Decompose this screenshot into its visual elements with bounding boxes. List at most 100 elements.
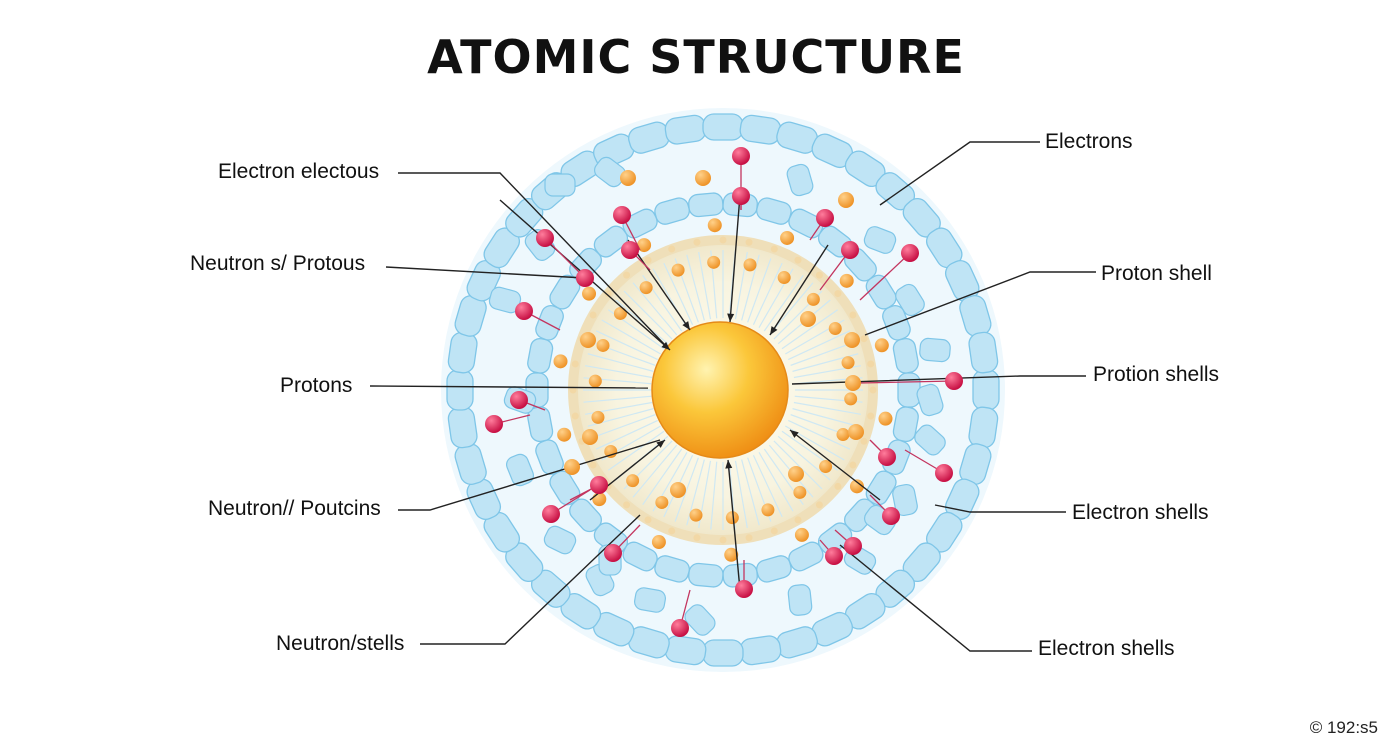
middle-shell-segment: [688, 192, 724, 218]
shell-dot: [644, 256, 652, 264]
nucleus-ray: [790, 341, 855, 366]
electron: [825, 547, 843, 565]
inner-proton-shell: [553, 218, 893, 562]
nucleus-ray: [734, 460, 748, 528]
proton-dot: [655, 495, 669, 509]
nucleus-ray: [585, 365, 653, 379]
arrow-line: [769, 244, 829, 336]
label-left-4: Neutron// Poutcins: [208, 497, 381, 520]
proton-dot: [689, 508, 703, 522]
shell-dot: [770, 527, 778, 535]
leader-line: [791, 375, 1086, 385]
shell-dot: [569, 386, 577, 394]
shell-dot: [794, 256, 802, 264]
shell-dot: [834, 482, 842, 490]
proton-dot: [777, 271, 791, 285]
proton: [844, 332, 860, 348]
leader-line: [398, 439, 661, 511]
outer-shell-segment: [972, 369, 1000, 411]
proton-dot: [626, 474, 640, 488]
leader-line: [420, 514, 641, 645]
shell-block: [895, 283, 925, 317]
shell-dot: [571, 412, 579, 420]
proton-dot: [844, 392, 858, 406]
proton: [845, 375, 861, 391]
electron: [732, 187, 750, 205]
proton-dot: [793, 485, 807, 499]
outer-shell-segment: [968, 331, 999, 374]
proton-dot: [724, 547, 739, 562]
proton: [564, 459, 580, 475]
proton-dot: [725, 511, 739, 525]
proton-dot: [596, 338, 610, 352]
shell-block: [863, 226, 897, 254]
proton-dot: [819, 460, 833, 474]
shell-block: [914, 424, 946, 456]
outer-shell-segment: [446, 369, 474, 411]
proton: [580, 332, 596, 348]
shell-dot: [849, 311, 857, 319]
nucleus-ray: [698, 252, 712, 320]
proton: [800, 311, 816, 327]
nucleus-ray: [768, 282, 814, 336]
shell-block: [786, 163, 814, 197]
shell-dot: [834, 290, 842, 298]
nucleus-ray: [632, 282, 678, 336]
proton-dot: [828, 321, 842, 335]
arrow-head: [790, 430, 799, 438]
shell-block: [633, 587, 667, 613]
shell-dot: [668, 527, 676, 535]
shell-block: [892, 483, 918, 517]
shell-dot: [869, 386, 877, 394]
arrow-head: [770, 326, 778, 335]
electron: [735, 580, 753, 598]
shell-dot: [745, 534, 753, 542]
middle-shell-segment: [892, 337, 919, 374]
proton-dot: [839, 273, 854, 288]
electron: [621, 241, 639, 259]
electron: [542, 505, 560, 523]
arrow-line: [729, 194, 741, 323]
proton: [620, 170, 636, 186]
proton-dot: [878, 411, 893, 426]
nucleus-ray: [773, 440, 823, 490]
nucleus-ray: [663, 262, 694, 325]
nucleus-ray: [777, 435, 831, 481]
proton-dot: [707, 255, 721, 269]
electron: [515, 302, 533, 320]
proton: [848, 424, 864, 440]
nucleus-ray: [595, 330, 658, 361]
shell-dot: [589, 311, 597, 319]
leader-line: [369, 385, 649, 389]
proton-dot: [553, 354, 568, 369]
nucleus-ray: [583, 395, 652, 403]
proton-dot: [639, 281, 653, 295]
shell-block: [684, 604, 716, 636]
label-left-5: Neutron/stells: [276, 632, 405, 655]
shell-dot: [644, 516, 652, 524]
arrow-line: [727, 459, 741, 591]
electron: [671, 619, 689, 637]
leader-line: [879, 141, 1040, 206]
shell-dot: [571, 360, 579, 368]
arrow-head: [661, 341, 670, 350]
nucleus-ray: [788, 419, 851, 450]
proton-dot: [743, 258, 757, 272]
nucleus-ray: [758, 452, 794, 512]
shell-dot: [867, 360, 875, 368]
proton-dot: [671, 263, 685, 277]
arrow-head: [682, 321, 690, 330]
outer-shell-segment: [702, 639, 744, 667]
shell-dot: [604, 290, 612, 298]
shell-dot: [719, 536, 727, 544]
label-right-2: Proton shell: [1101, 262, 1212, 285]
electron: [485, 415, 503, 433]
proton-dot: [604, 445, 618, 459]
proton: [582, 429, 598, 445]
proton-dot: [841, 356, 855, 370]
leader-line: [385, 266, 586, 279]
shell-dot: [815, 271, 823, 279]
shell-dot: [693, 534, 701, 542]
nucleus-ray: [591, 414, 656, 439]
